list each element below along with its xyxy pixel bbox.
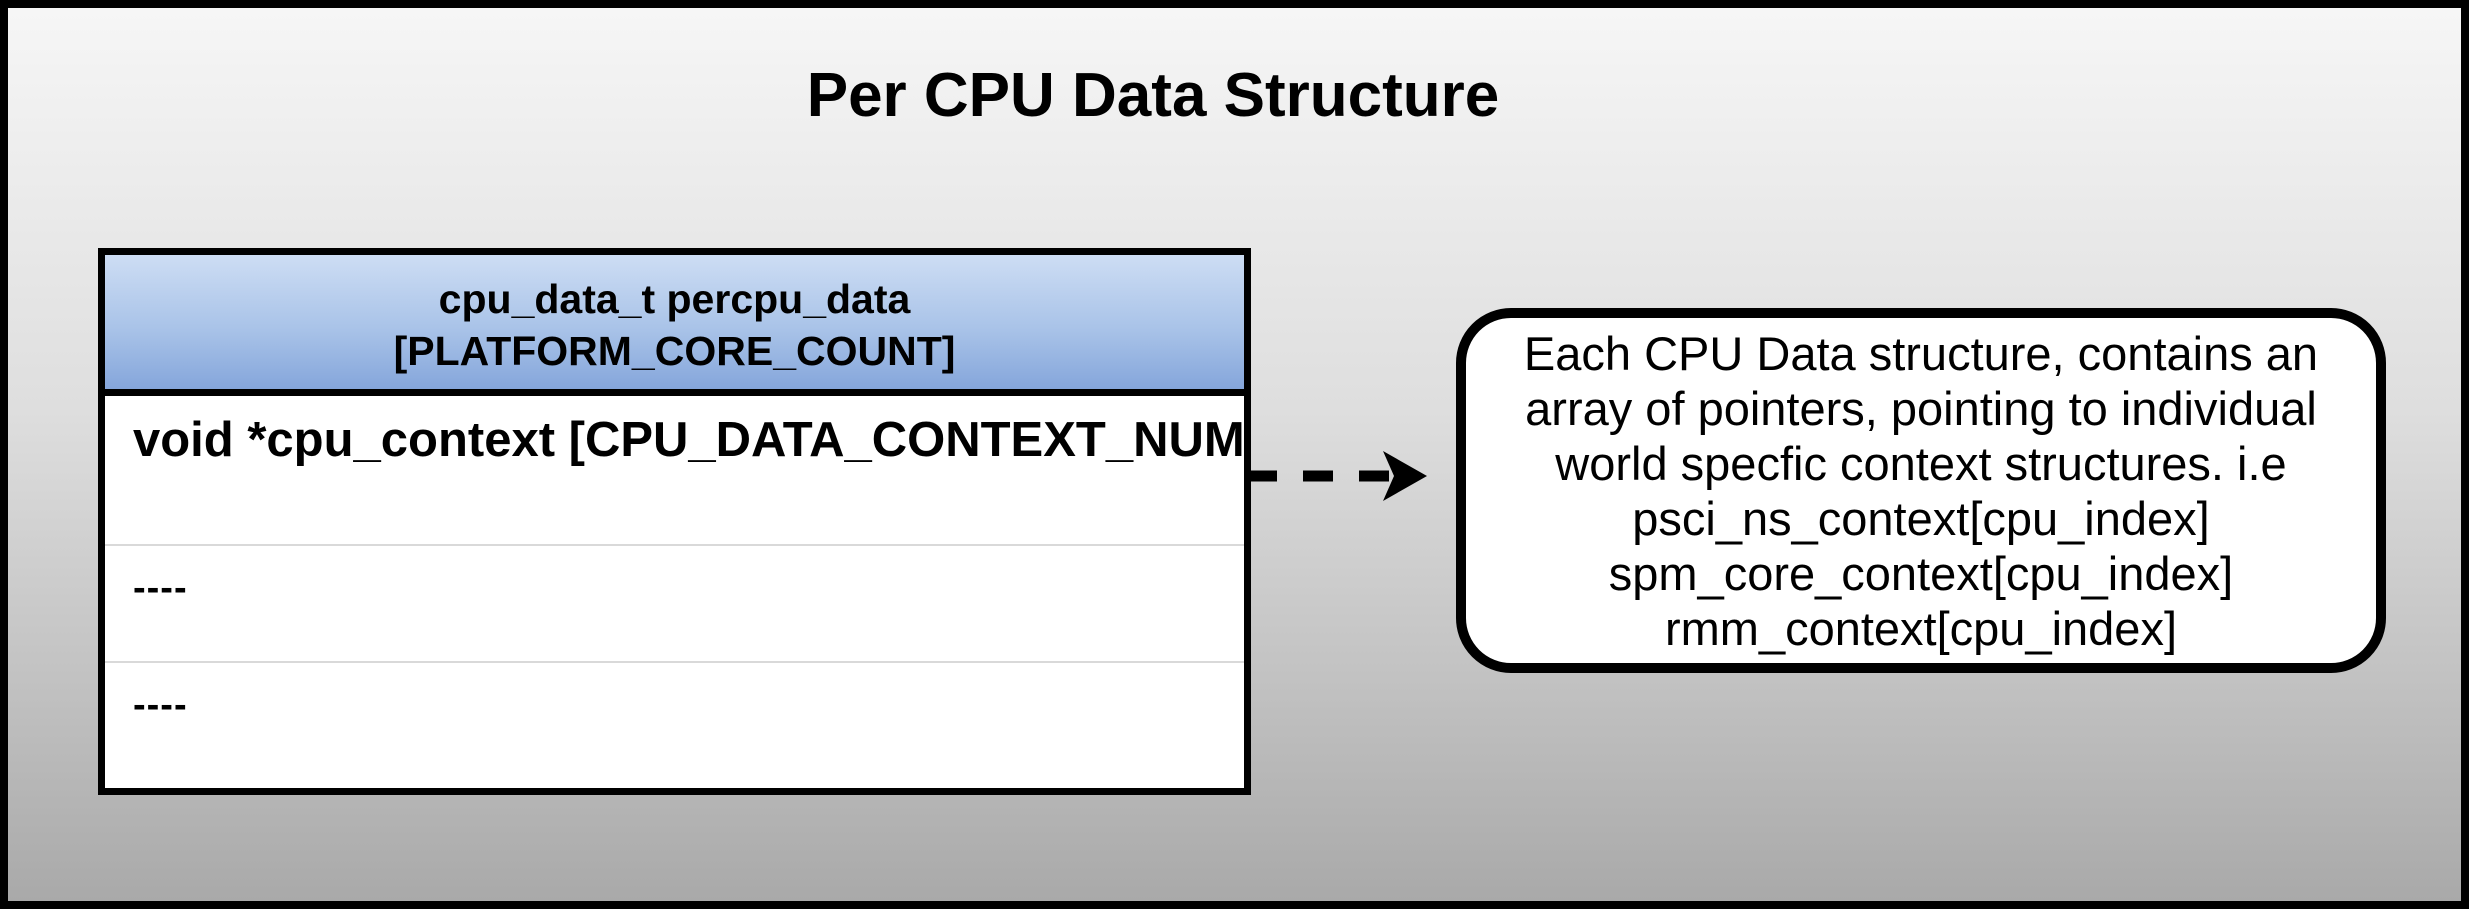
note-box: Each CPU Data structure, contains an arr…	[1456, 308, 2386, 673]
note-line-5: spm_core_context[cpu_index]	[1608, 546, 2234, 600]
struct-header-line-2: [PLATFORM_CORE_COUNT]	[393, 328, 956, 374]
arrow-head-icon	[1383, 451, 1427, 501]
dashed-arrow-icon	[1247, 451, 1427, 501]
struct-header-line-1: cpu_data_t percpu_data	[438, 276, 911, 322]
table-row-placeholder-2: ----	[133, 684, 188, 726]
note-line-6: rmm_context[cpu_index]	[1664, 601, 2178, 655]
note-line-3: world specfic context structures. i.e	[1555, 436, 2287, 490]
struct-table-header: cpu_data_t percpu_data [PLATFORM_CORE_CO…	[105, 255, 1244, 396]
note-line-4: psci_ns_context[cpu_index]	[1632, 491, 2210, 545]
note-line-1: Each CPU Data structure, contains an	[1523, 326, 2319, 380]
table-row-cpu-context: void *cpu_context [CPU_DATA_CONTEXT_NUM]	[105, 396, 1244, 546]
note-line-2: array of pointers, pointing to individua…	[1525, 381, 2317, 435]
table-row-placeholder-1: ----	[105, 546, 1244, 663]
cpu-data-struct-table: cpu_data_t percpu_data [PLATFORM_CORE_CO…	[98, 248, 1251, 795]
page-title: Per CPU Data Structure	[806, 61, 1500, 130]
